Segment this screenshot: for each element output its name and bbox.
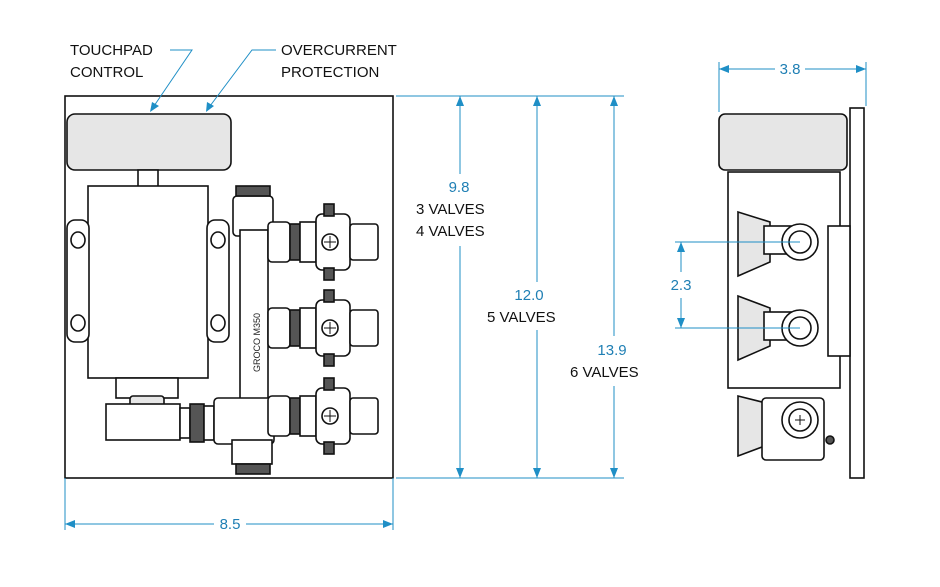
width-value: 8.5: [220, 516, 241, 533]
inlet-valve: [105, 377, 215, 443]
manifold-stamp: GROCO M350: [252, 313, 262, 372]
side-valve-1: [737, 210, 819, 278]
dimension-valve-spacing: 2.3: [671, 241, 800, 329]
side-plate: [849, 107, 865, 479]
overcurrent-label-line2: PROTECTION: [281, 64, 379, 81]
front-valve-2: [267, 289, 379, 367]
manifold: GROCO M350: [213, 185, 275, 475]
side-valve-3: [737, 394, 835, 461]
depth-value: 3.8: [780, 61, 801, 78]
pump-body: [66, 185, 230, 379]
front-valve-3: [267, 377, 379, 455]
height-6-value: 13.9: [597, 342, 626, 359]
touchpad-label-line2: CONTROL: [70, 64, 143, 81]
front-valve-1: [267, 203, 379, 281]
height-6-label: 6 VALVES: [570, 364, 639, 381]
height-5-value: 12.0: [514, 287, 543, 304]
dimension-depth: 3.8: [718, 61, 867, 112]
front-view: GROCO M350: [64, 95, 394, 479]
valve-spacing-value: 2.3: [671, 277, 692, 294]
height-5-label: 5 VALVES: [487, 309, 556, 326]
height-3-4-value: 9.8: [449, 179, 470, 196]
side-touchpad: [718, 113, 848, 171]
height-3-4-label1: 3 VALVES: [416, 201, 485, 218]
touchpad-control: [66, 113, 232, 171]
overcurrent-label-line1: OVERCURRENT: [281, 42, 397, 59]
dimension-height-5: 12.0 5 VALVES: [487, 96, 556, 478]
height-3-4-label2: 4 VALVES: [416, 223, 485, 240]
side-view: [718, 107, 865, 479]
dimension-height-3-4: 9.8 3 VALVES 4 VALVES: [416, 96, 485, 478]
dimension-height-lines: [396, 95, 624, 479]
dimension-height-6: 13.9 6 VALVES: [570, 96, 639, 478]
touchpad-label-line1: TOUCHPAD: [70, 42, 153, 59]
callout-touchpad: TOUCHPAD CONTROL: [70, 42, 193, 112]
callout-overcurrent: OVERCURRENT PROTECTION: [206, 42, 397, 112]
dimension-width: 8.5: [64, 478, 394, 533]
